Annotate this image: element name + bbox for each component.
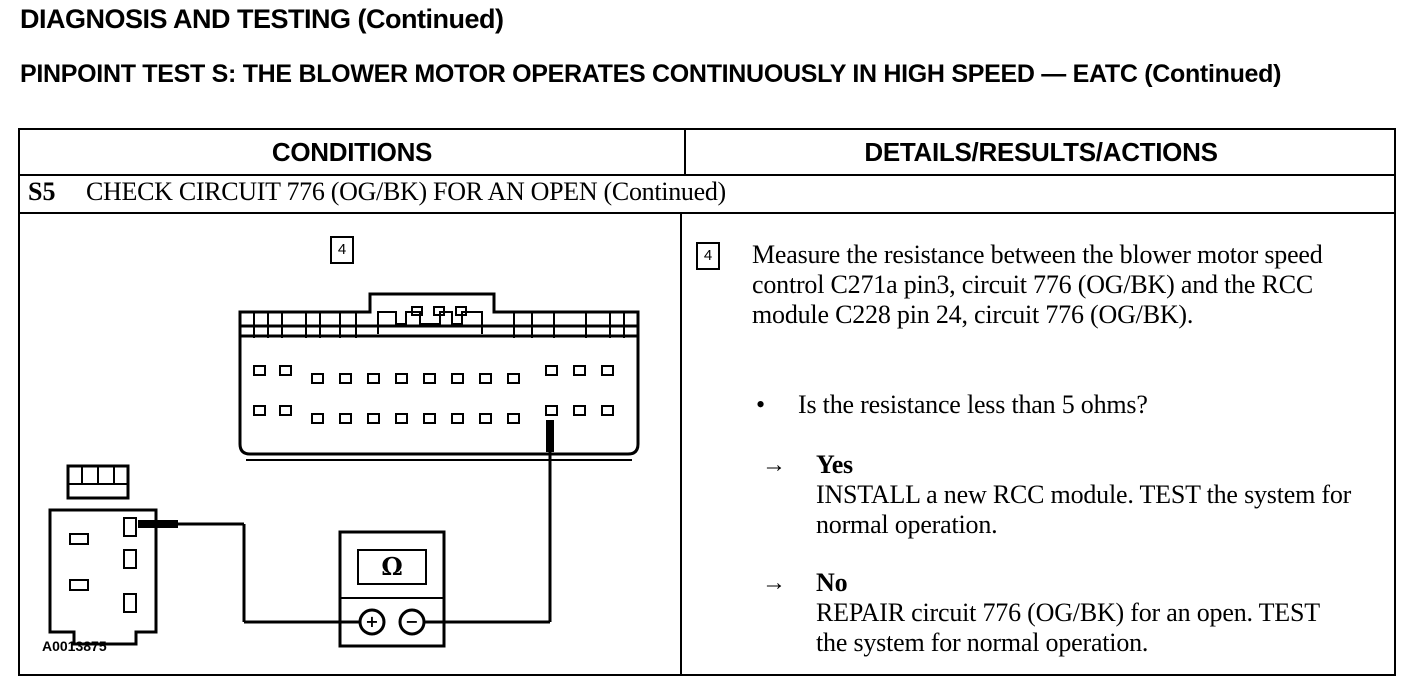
section-title: DIAGNOSIS AND TESTING (Continued) xyxy=(20,4,504,34)
measure-instruction: Measure the resistance between the blowe… xyxy=(752,240,1323,329)
step-row: S5 CHECK CIRCUIT 776 (OG/BK) FOR AN OPEN… xyxy=(20,176,1394,214)
yes-arrow-icon: → xyxy=(762,452,786,478)
probe-pin-24 xyxy=(546,420,554,622)
conditions-step-marker: 4 xyxy=(330,236,354,264)
ohm-symbol: Ω xyxy=(381,552,403,581)
details-step-marker: 4 xyxy=(696,242,720,270)
no-arrow-icon: → xyxy=(762,570,786,596)
question-bullet: • xyxy=(756,390,765,419)
yes-answer: Yes INSTALL a new RCC module. TEST the s… xyxy=(816,450,1356,540)
probe-pin-3 xyxy=(138,520,246,622)
step-title: CHECK CIRCUIT 776 (OG/BK) FOR AN OPEN (C… xyxy=(86,177,726,206)
details-header: DETAILS/RESULTS/ACTIONS xyxy=(864,137,1218,167)
conditions-cell: 4 xyxy=(20,214,682,674)
yes-action: INSTALL a new RCC module. TEST the syste… xyxy=(816,480,1352,539)
connector-diagram xyxy=(48,292,640,648)
details-cell: 4 Measure the resistance between the blo… xyxy=(682,214,1394,674)
no-label: No xyxy=(816,568,848,597)
step-id: S5 xyxy=(28,177,56,206)
plus-symbol: + xyxy=(365,612,379,631)
blower-speed-control-connector xyxy=(48,464,158,646)
no-action: REPAIR circuit 776 (OG/BK) for an open. … xyxy=(816,598,1320,657)
test-table: CONDITIONS DETAILS/RESULTS/ACTIONS S5 CH… xyxy=(18,128,1396,676)
ohmmeter xyxy=(244,530,550,648)
figure-id: A0013875 xyxy=(42,638,107,654)
yes-label: Yes xyxy=(816,450,853,479)
table-header-row: CONDITIONS DETAILS/RESULTS/ACTIONS xyxy=(20,130,1394,176)
no-answer: No REPAIR circuit 776 (OG/BK) for an ope… xyxy=(816,568,1356,658)
conditions-header: CONDITIONS xyxy=(20,130,686,174)
rcc-module-connector xyxy=(238,292,640,461)
resistance-question: Is the resistance less than 5 ohms? xyxy=(798,390,1148,419)
minus-symbol: − xyxy=(405,612,419,631)
test-title: PINPOINT TEST S: THE BLOWER MOTOR OPERAT… xyxy=(20,60,1282,88)
